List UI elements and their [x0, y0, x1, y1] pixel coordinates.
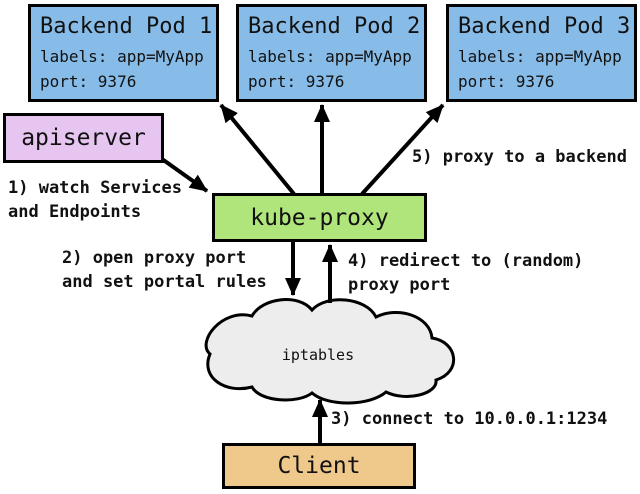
iptables-cloud [204, 298, 455, 405]
step2-label: 2) open proxy port and set portal rules [62, 248, 267, 292]
backend-pod-2-box: Backend Pod 2 labels: app=MyApp port: 93… [236, 4, 427, 102]
apiserver-box: apiserver [3, 113, 164, 163]
backend-pod-3-labels: labels: app=MyApp [458, 47, 622, 66]
backend-pod-3-title: Backend Pod 3 [458, 14, 631, 39]
step1-label: 1) watch Services and Endpoints [8, 178, 182, 222]
iptables-label: iptables [282, 346, 354, 364]
backend-pod-1-box: Backend Pod 1 labels: app=MyApp port: 93… [28, 4, 219, 102]
backend-pod-1-title: Backend Pod 1 [40, 14, 213, 39]
backend-pod-3-box: Backend Pod 3 labels: app=MyApp port: 93… [446, 4, 637, 102]
client-box: Client [222, 443, 416, 489]
step5-label: 5) proxy to a backend [412, 147, 627, 167]
step3-label: 3) connect to 10.0.0.1:1234 [331, 409, 608, 429]
backend-pod-2-port: port: 9376 [248, 72, 345, 91]
client-label: Client [277, 453, 361, 479]
backend-pod-2-labels: labels: app=MyApp [248, 47, 412, 66]
arrow-proxy-to-pod1 [219, 103, 296, 196]
backend-pod-3-port: port: 9376 [458, 72, 555, 91]
backend-pod-2-title: Backend Pod 2 [248, 14, 421, 39]
kube-proxy-box: kube-proxy [212, 193, 427, 242]
backend-pod-1-port: port: 9376 [40, 72, 137, 91]
backend-pod-1-labels: labels: app=MyApp [40, 47, 204, 66]
step4-label: 4) redirect to (random) proxy port [348, 251, 584, 295]
kube-proxy-label: kube-proxy [250, 204, 389, 231]
apiserver-label: apiserver [21, 125, 146, 151]
